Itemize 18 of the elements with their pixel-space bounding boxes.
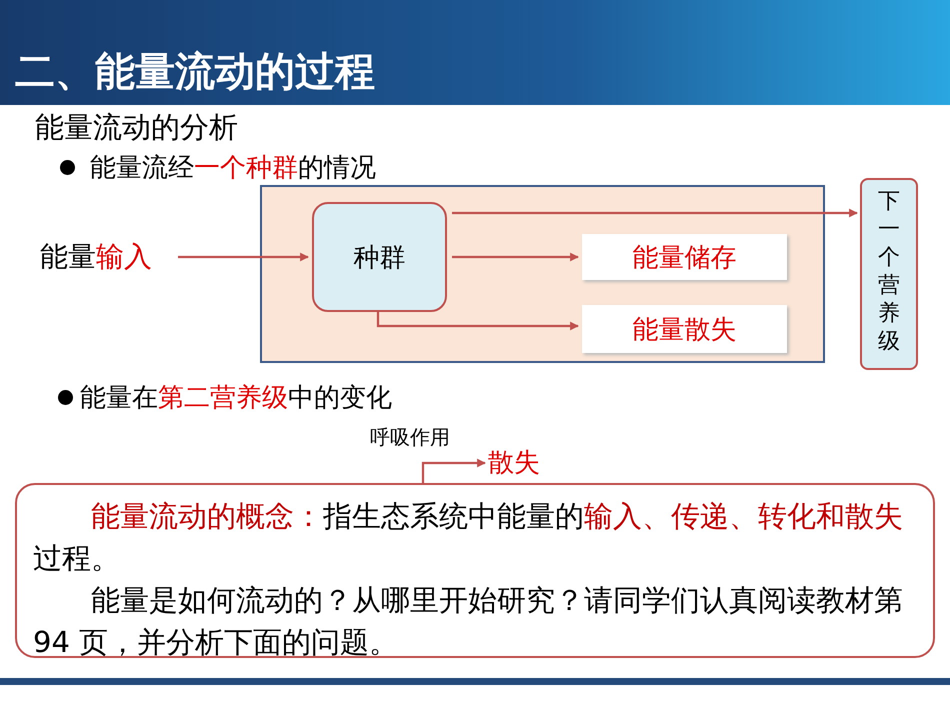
arrow [422, 458, 486, 483]
arrow [376, 312, 579, 330]
population-box: 种群 [312, 202, 447, 312]
arrow [452, 208, 858, 218]
bullet-text: 能量在第二营养级中的变化 [80, 382, 392, 415]
input-text: 能量输入 [40, 238, 170, 278]
arrow [178, 252, 309, 262]
edge-label: 呼吸作用 [370, 424, 450, 451]
arrow [452, 252, 579, 262]
concept-callout: 能量流动的概念：指生态系统中能量的输入、传递、转化和散失过程。 能量是如何流动的？从哪里开始研究？请同学们认真阅读教材第 94 页，并分析下面的问题。 [15, 483, 935, 658]
storage-box: 能量储存 [582, 234, 787, 280]
bullet-text: 能量流经一个种群的情况 [90, 152, 376, 185]
loss-text: 散失 [488, 445, 558, 481]
section-heading: 能量流动的分析 [35, 109, 238, 146]
slide-title: 二、能量流动的过程 [15, 48, 375, 97]
loss-box: 能量散失 [582, 305, 787, 353]
trophic-level-box: 下一个营养级 [860, 178, 918, 370]
frame-box [260, 185, 825, 363]
